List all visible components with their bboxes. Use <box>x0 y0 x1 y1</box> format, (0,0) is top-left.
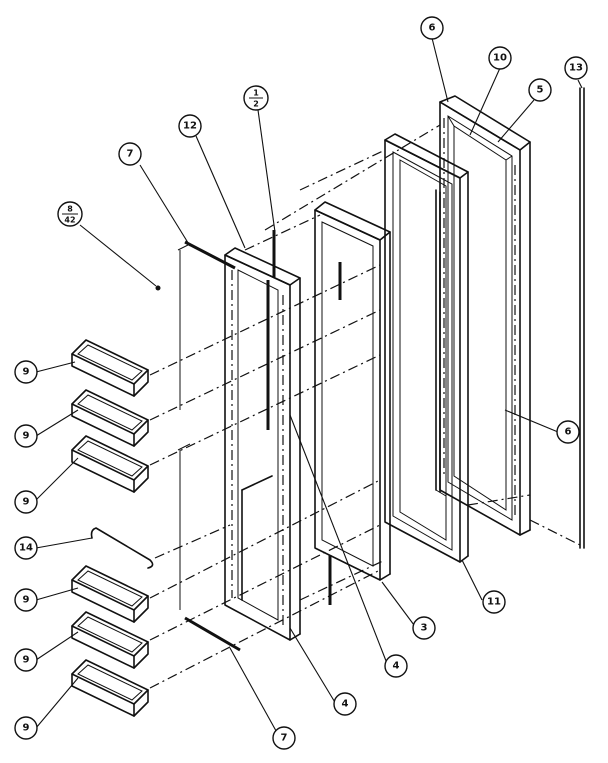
callout-10: 10 <box>488 46 512 70</box>
svg-text:7: 7 <box>127 149 134 160</box>
svg-text:11: 11 <box>487 597 501 608</box>
callout-13: 13 <box>564 56 588 80</box>
door-bin <box>71 611 149 669</box>
inner-liner <box>224 230 301 641</box>
svg-text:10: 10 <box>493 53 507 64</box>
callout-12: 12 <box>178 114 202 138</box>
breaker-frame <box>314 201 391 605</box>
svg-text:9: 9 <box>23 595 30 606</box>
shelf-bracket <box>90 527 154 569</box>
callout-1-2: 1 2 <box>243 85 269 111</box>
svg-text:12: 12 <box>183 121 197 132</box>
svg-text:4: 4 <box>342 699 349 710</box>
callout-7-bottom: 7 <box>272 726 296 750</box>
trim-strip-bottom <box>184 616 241 652</box>
callout-6-right: 6 <box>556 420 580 444</box>
svg-text:42: 42 <box>64 216 75 225</box>
svg-text:9: 9 <box>23 431 30 442</box>
svg-text:9: 9 <box>23 655 30 666</box>
svg-text:13: 13 <box>569 63 583 74</box>
svg-text:7: 7 <box>281 733 288 744</box>
svg-text:9: 9 <box>23 497 30 508</box>
svg-text:14: 14 <box>19 543 33 554</box>
callout-5: 5 <box>528 78 552 102</box>
gasket-strips <box>177 243 191 610</box>
callout-7-top: 7 <box>118 142 142 166</box>
callout-14: 14 <box>14 536 38 560</box>
door-bin <box>71 435 149 493</box>
callout-3: 3 <box>412 616 436 640</box>
callout-9-e: 9 <box>14 648 38 672</box>
svg-text:6: 6 <box>565 427 572 438</box>
callout-9-a: 9 <box>14 360 38 384</box>
svg-text:3: 3 <box>421 623 428 634</box>
callout-8-42: 8 42 <box>57 201 83 227</box>
leader-lines <box>35 37 583 739</box>
door-bin <box>71 659 149 717</box>
callout-9-c: 9 <box>14 490 38 514</box>
callout-9-d: 9 <box>14 588 38 612</box>
door-bin <box>71 565 149 623</box>
svg-text:1: 1 <box>253 89 259 98</box>
rod-part-13 <box>579 87 585 549</box>
trim-strip-top <box>184 240 236 270</box>
svg-text:8: 8 <box>67 205 73 214</box>
svg-text:4: 4 <box>393 661 400 672</box>
door-bin <box>71 389 149 447</box>
svg-text:9: 9 <box>23 367 30 378</box>
callouts: 6 10 5 13 1 2 12 7 8 <box>14 16 588 750</box>
screw-part <box>155 285 161 291</box>
door-bin <box>71 339 149 397</box>
callout-11: 11 <box>482 590 506 614</box>
svg-text:2: 2 <box>253 100 259 109</box>
callout-9-b: 9 <box>14 424 38 448</box>
svg-text:5: 5 <box>537 85 544 96</box>
assembly-lines <box>149 124 581 689</box>
svg-text:6: 6 <box>429 23 436 34</box>
callout-4-bottom: 4 <box>333 692 357 716</box>
door-bins <box>71 339 149 717</box>
door-liner-frame <box>384 133 469 563</box>
svg-text:9: 9 <box>23 723 30 734</box>
outer-door-panel <box>439 95 531 536</box>
callout-4-mid: 4 <box>384 654 408 678</box>
callout-6-top: 6 <box>420 16 444 40</box>
callout-9-f: 9 <box>14 716 38 740</box>
